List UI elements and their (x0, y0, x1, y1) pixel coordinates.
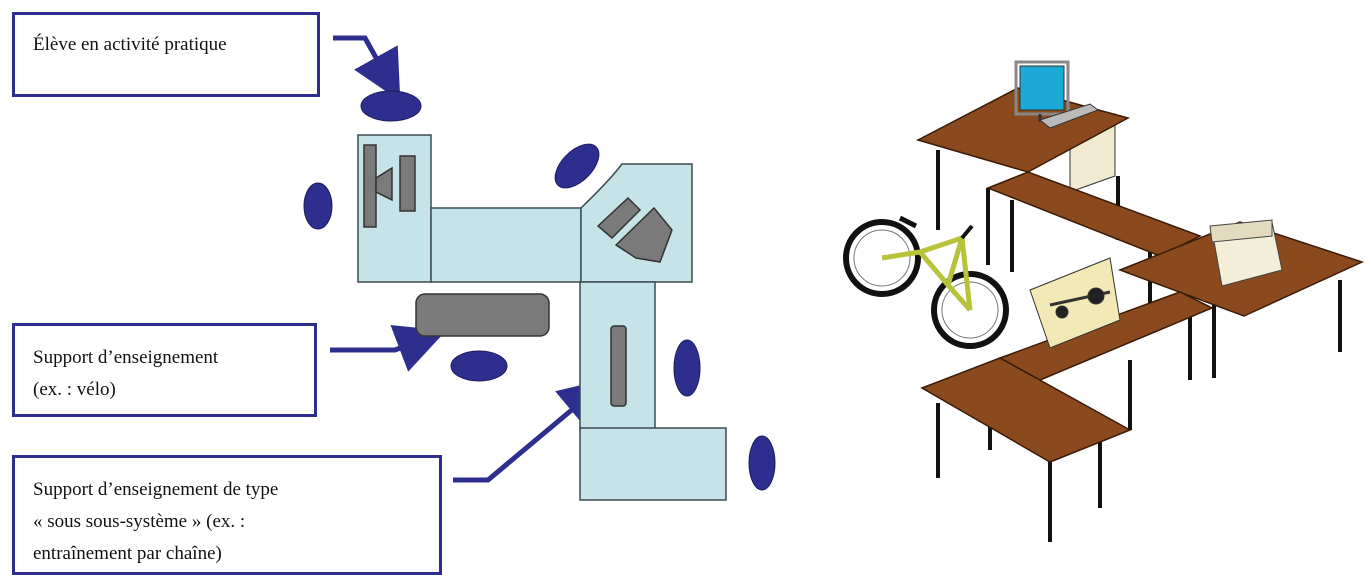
callout-support-line-1: Support d’enseignement (33, 347, 219, 368)
computer-icon (1014, 60, 1100, 129)
table-top (430, 207, 582, 283)
bicycle-icon (843, 215, 1009, 349)
arrow-icon (453, 378, 610, 483)
equipment (614, 206, 673, 263)
student-marker (303, 182, 333, 230)
box-icon (1209, 219, 1283, 287)
callout-subsystem-line-2: « sous sous-système » (ex. : (33, 511, 246, 532)
arrow-icon (330, 325, 447, 372)
table-top-3d (915, 87, 1365, 463)
table-top (579, 281, 656, 431)
table-layout-plan (357, 134, 727, 501)
callout-support-line-2: (ex. : vélo) (33, 379, 116, 400)
equipment (363, 144, 377, 228)
equipment (399, 155, 416, 212)
student-marker (554, 143, 600, 189)
bicycle-support (415, 293, 550, 337)
student-marker (360, 90, 422, 122)
student-marker (748, 435, 776, 491)
equipment (596, 196, 642, 240)
callout-student: Élève en activité pratique (12, 12, 320, 97)
table-top (357, 134, 432, 283)
chain-drive-support (610, 325, 627, 407)
table-top (579, 427, 727, 501)
callout-subsystem-line-3: entraînement par chaîne) (33, 543, 222, 564)
student-marker (673, 339, 701, 397)
callout-support: Support d’enseignement (ex. : vélo) (12, 323, 317, 417)
table-top (580, 163, 693, 283)
callout-subsystem-line-1: Support d’enseignement de type (33, 479, 279, 500)
computer-icon (1069, 113, 1116, 193)
table-legs (936, 150, 1342, 542)
equipment-plan (363, 144, 673, 407)
callout-student-line-1: Élève en activité pratique (33, 34, 227, 55)
student-marker (450, 350, 508, 382)
students-plan (303, 90, 776, 491)
chain-drive-icon (1029, 257, 1121, 349)
callout-subsystem: Support d’enseignement de type « sous so… (12, 455, 442, 575)
arrow-icon (333, 35, 401, 102)
equipment (375, 166, 393, 202)
workstation-3d-view (843, 60, 1365, 542)
